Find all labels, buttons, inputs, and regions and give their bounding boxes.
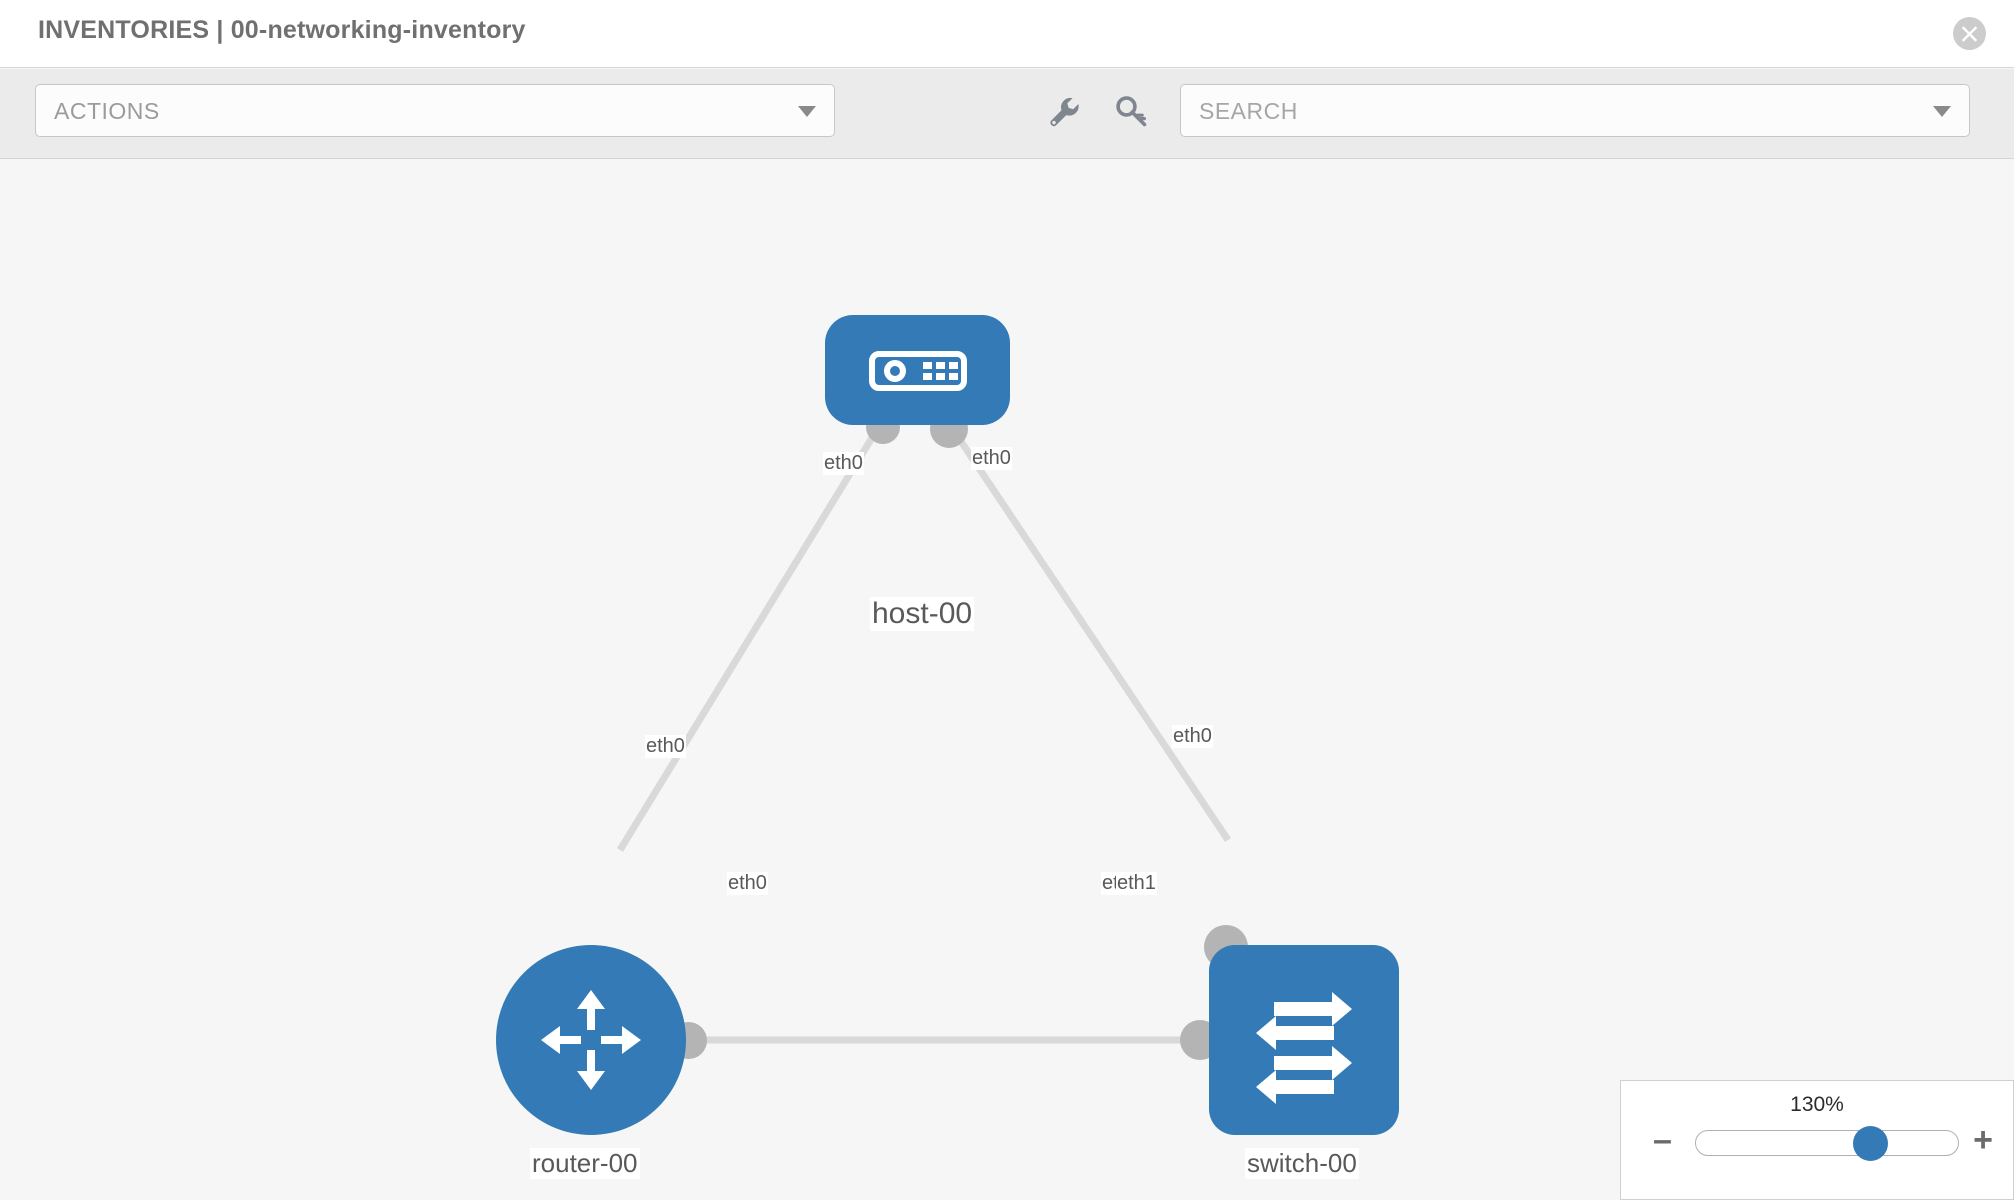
close-icon[interactable] bbox=[1953, 17, 1986, 50]
zoom-slider-thumb[interactable] bbox=[1853, 1126, 1889, 1161]
iface-label: eth0 bbox=[823, 452, 864, 475]
topology-edges bbox=[617, 426, 1231, 1044]
edge-host00-router00 bbox=[617, 426, 881, 852]
iface-label: eth0 bbox=[727, 872, 768, 895]
switch-icon bbox=[1256, 992, 1352, 1104]
chevron-down-icon bbox=[798, 106, 816, 117]
iface-label: eth0 bbox=[645, 735, 686, 758]
actions-dropdown[interactable]: ACTIONS bbox=[35, 84, 835, 137]
node-host-00-label: host-00 bbox=[870, 597, 975, 631]
node-host-00-shape[interactable] bbox=[825, 315, 1010, 425]
search-placeholder: SEARCH bbox=[1199, 98, 1298, 124]
node-router-00-shape[interactable] bbox=[496, 945, 686, 1135]
iface-label: eth0 bbox=[971, 447, 1012, 470]
node-router-00-label: router-00 bbox=[530, 1148, 640, 1179]
edge-host00-switch00 bbox=[949, 426, 1231, 842]
chevron-down-icon[interactable] bbox=[1933, 106, 1951, 117]
window-header: INVENTORIES | 00-networking-inventory bbox=[0, 0, 2014, 68]
zoom-slider-track[interactable] bbox=[1695, 1126, 1959, 1161]
zoom-in-button[interactable]: + bbox=[1973, 1121, 1993, 1159]
node-switch-00-label: switch-00 bbox=[1245, 1148, 1359, 1179]
page-title: INVENTORIES | 00-networking-inventory bbox=[38, 16, 526, 44]
zoom-control-panel: 130% – + bbox=[1620, 1080, 2014, 1200]
zoom-level-label: 130% bbox=[1790, 1093, 1844, 1116]
key-icon[interactable] bbox=[1112, 92, 1152, 132]
topology-canvas[interactable]: host-00 router-00 bbox=[0, 160, 2014, 1200]
actions-dropdown-label: ACTIONS bbox=[54, 98, 160, 124]
wrench-icon[interactable] bbox=[1044, 92, 1084, 132]
iface-label: eth0 bbox=[1172, 725, 1213, 748]
iface-label: eth1 bbox=[1116, 872, 1157, 895]
router-icon bbox=[541, 990, 641, 1090]
search-input[interactable]: SEARCH bbox=[1180, 84, 1970, 137]
zoom-out-button[interactable]: – bbox=[1653, 1121, 1672, 1159]
node-switch-00-shape[interactable] bbox=[1209, 945, 1399, 1135]
server-icon bbox=[868, 351, 967, 391]
